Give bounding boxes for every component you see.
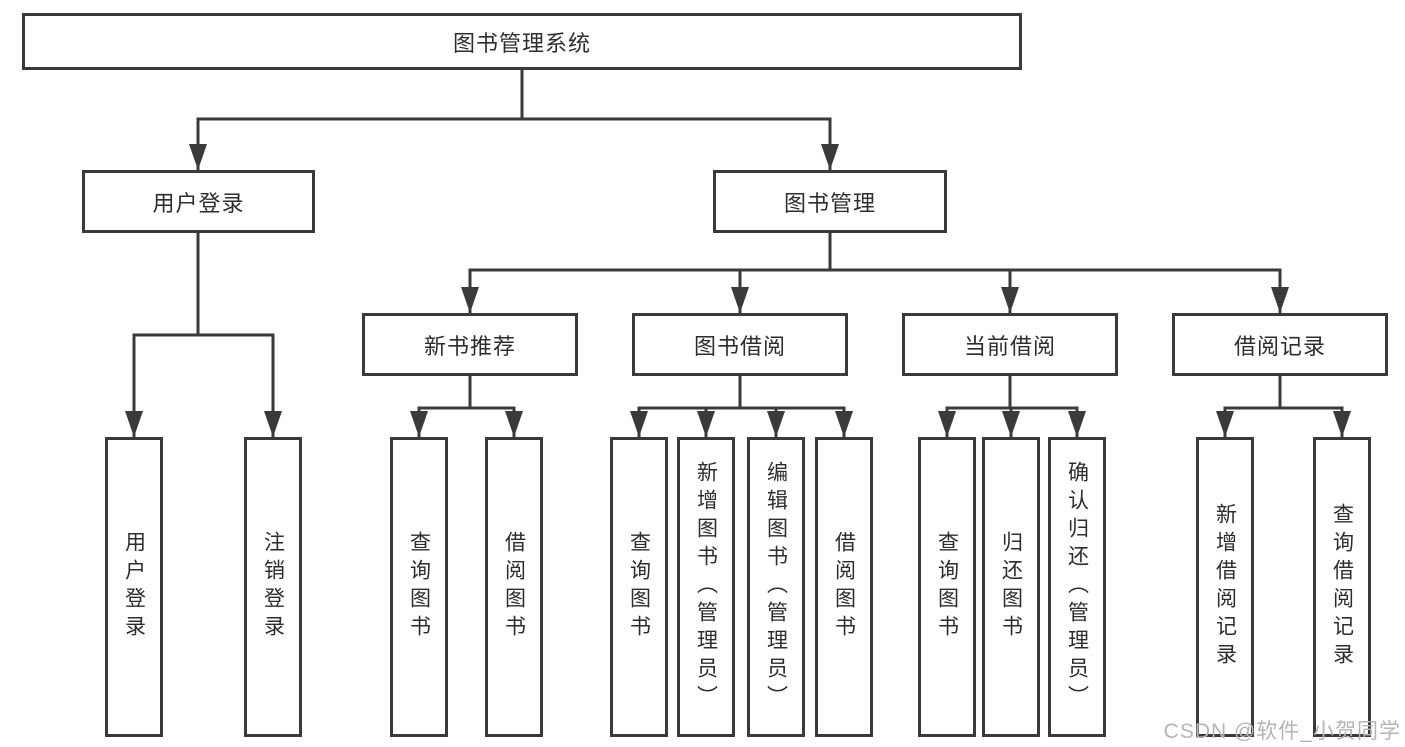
node-book-mgmt: 图书管理	[713, 170, 947, 233]
csdn-watermark: CSDN @软件_小贺同学	[1163, 720, 1401, 743]
leaf-query-book-3: 查询图书	[918, 437, 976, 737]
leaf-add-book-label: 新增图书（管理员）	[694, 461, 718, 713]
leaf-logout: 注销登录	[244, 437, 302, 737]
leaf-edit-book-label: 编辑图书（管理员）	[764, 461, 788, 713]
node-user-login-label: 用户登录	[152, 190, 245, 216]
leaf-query-book-1: 查询图书	[390, 437, 448, 737]
node-current-borrow-label: 当前借阅	[963, 333, 1056, 359]
node-root: 图书管理系统	[22, 13, 1022, 70]
node-book-mgmt-label: 图书管理	[783, 190, 876, 216]
node-new-book-rec-label: 新书推荐	[423, 333, 516, 359]
node-current-borrow: 当前借阅	[902, 313, 1118, 376]
leaf-borrow-book-2: 借阅图书	[815, 437, 873, 737]
leaf-edit-book: 编辑图书（管理员）	[747, 437, 805, 737]
node-borrow-record-label: 借阅记录	[1233, 333, 1326, 359]
leaf-confirm-return: 确认归还（管理员）	[1048, 437, 1106, 737]
leaf-borrow-book-2-label: 借阅图书	[832, 531, 856, 643]
leaf-borrow-book-1: 借阅图书	[485, 437, 543, 737]
leaf-return-book: 归还图书	[982, 437, 1040, 737]
leaf-query-book-3-label: 查询图书	[935, 531, 959, 643]
node-book-borrow-label: 图书借阅	[693, 333, 786, 359]
leaf-query-book-2-label: 查询图书	[627, 531, 651, 643]
leaf-query-book-1-label: 查询图书	[407, 531, 431, 643]
leaf-logout-label: 注销登录	[261, 531, 285, 643]
leaf-query-record: 查询借阅记录	[1313, 437, 1371, 737]
node-root-label: 图书管理系统	[452, 30, 591, 56]
node-user-login: 用户登录	[82, 170, 315, 233]
leaf-query-book-2: 查询图书	[610, 437, 668, 737]
node-borrow-record: 借阅记录	[1172, 313, 1388, 376]
leaf-add-book: 新增图书（管理员）	[677, 437, 735, 737]
leaf-confirm-return-label: 确认归还（管理员）	[1065, 461, 1089, 713]
leaf-add-record-label: 新增借阅记录	[1213, 503, 1237, 671]
node-book-borrow: 图书借阅	[632, 313, 848, 376]
leaf-borrow-book-1-label: 借阅图书	[502, 531, 526, 643]
node-new-book-rec: 新书推荐	[362, 313, 578, 376]
leaf-return-book-label: 归还图书	[999, 531, 1023, 643]
leaf-user-login: 用户登录	[105, 437, 163, 737]
leaf-user-login-label: 用户登录	[122, 531, 146, 643]
leaf-add-record: 新增借阅记录	[1196, 437, 1254, 737]
leaf-query-record-label: 查询借阅记录	[1330, 503, 1354, 671]
